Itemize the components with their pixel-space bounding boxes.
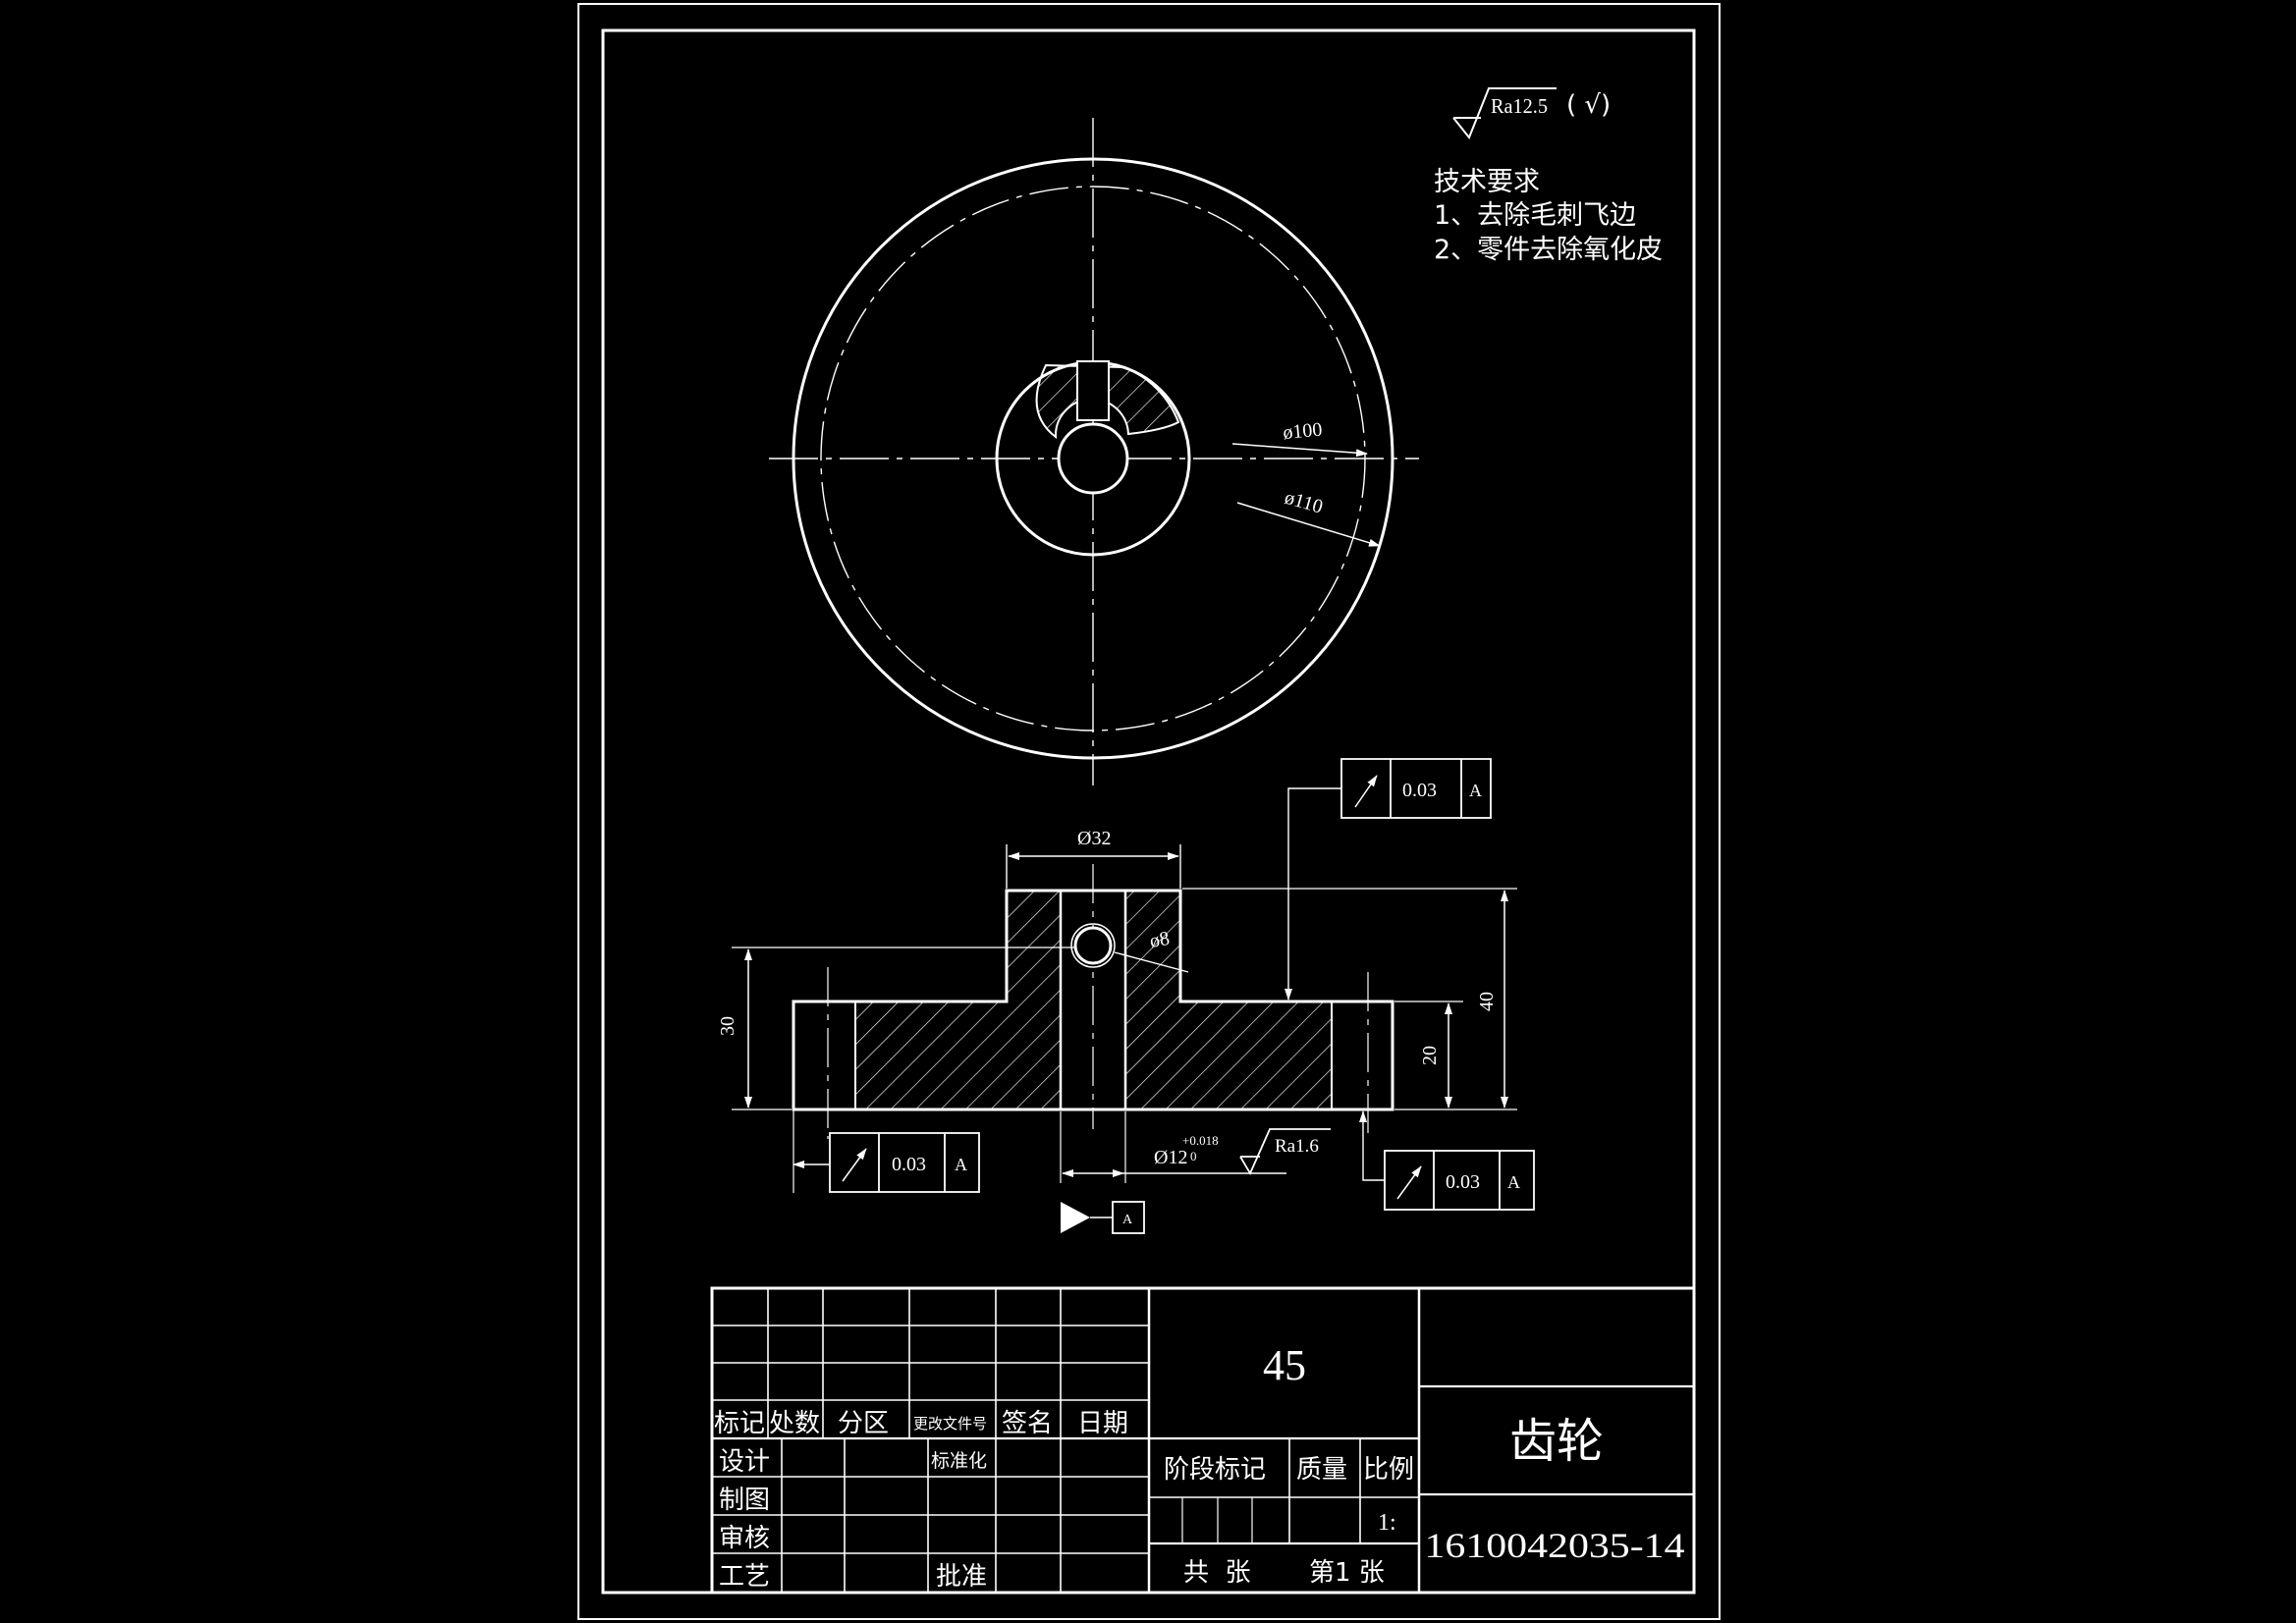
- sheet-number: 第1 张: [1309, 1558, 1385, 1588]
- scale-label: 比例: [1363, 1455, 1414, 1485]
- dim-30: 30: [717, 1016, 738, 1036]
- dim-d12-tol-upper: +0.018: [1182, 1133, 1219, 1148]
- gtol-left-value: 0.03: [892, 1154, 926, 1175]
- datum-label: A: [1122, 1213, 1133, 1227]
- title-block: 45 齿轮 1610042035-14 标记 处数 分区 更改文件号 签名 日期…: [710, 1286, 1696, 1595]
- right-hatch-region: [1125, 1001, 1332, 1109]
- surface-finish-symbol: Ra12.5 ( √): [1452, 87, 1611, 139]
- dim-d8: ø8: [1148, 928, 1172, 952]
- stage-mark-label: 阶段标记: [1164, 1455, 1266, 1485]
- gtol-frame-left: 0.03 A: [829, 1132, 980, 1193]
- gtol-frame-right: 0.03 A: [1384, 1150, 1535, 1211]
- gtol-frame-top: 0.03 A: [1340, 758, 1492, 819]
- roughness-ra16: Ra1.6: [1275, 1136, 1319, 1157]
- dim-d12: Ø12: [1154, 1147, 1187, 1168]
- tech-requirement-2: 2、零件去除氧化皮: [1434, 235, 1663, 265]
- header-mark: 标记: [714, 1409, 765, 1438]
- drawing-number: 1610042035-14: [1425, 1526, 1685, 1565]
- dim-d100: ø100: [1283, 419, 1324, 444]
- gtol-right-value: 0.03: [1446, 1171, 1480, 1193]
- left-hub-hatch: [1007, 891, 1061, 1001]
- row-review: 审核: [719, 1524, 770, 1553]
- surface-finish-value: Ra12.5: [1491, 94, 1548, 118]
- right-hub-hatch: [1125, 891, 1180, 1001]
- gtol-right-datum: A: [1507, 1172, 1520, 1192]
- pin-hole-circle: [1073, 926, 1113, 965]
- surface-finish-note: ( √): [1566, 90, 1611, 120]
- row-process: 工艺: [719, 1562, 770, 1592]
- row-approve: 批准: [936, 1562, 987, 1592]
- sheet-outer-border: [577, 3, 1721, 1620]
- pitch-circle: [820, 186, 1366, 731]
- gtol-top-datum: A: [1469, 781, 1482, 800]
- weight-label: 质量: [1296, 1455, 1347, 1485]
- outer-diameter-circle: [792, 157, 1394, 760]
- dim-d32: Ø32: [1077, 828, 1111, 849]
- gtol-top-value: 0.03: [1402, 780, 1437, 801]
- header-zone: 分区: [838, 1409, 889, 1438]
- header-date: 日期: [1077, 1409, 1128, 1438]
- row-design: 设计: [719, 1447, 770, 1477]
- row-drawing: 制图: [719, 1486, 770, 1515]
- dim-d12-tol-lower: 0: [1190, 1149, 1197, 1163]
- header-count: 处数: [769, 1409, 820, 1438]
- dim-d110: ø110: [1283, 487, 1326, 518]
- section-outline: [792, 889, 1394, 1111]
- datum-symbol: A: [1061, 1201, 1145, 1234]
- header-doc-no: 更改文件号: [913, 1415, 987, 1433]
- pin-hole-slot: [1076, 360, 1110, 421]
- bore-circle: [1057, 422, 1129, 495]
- left-hatch-region: [855, 1001, 1061, 1109]
- scale-value: 1:: [1378, 1510, 1396, 1536]
- row-standardize: 标准化: [931, 1450, 987, 1472]
- part-name: 齿轮: [1509, 1414, 1604, 1469]
- dim-20: 20: [1419, 1046, 1441, 1065]
- gtol-left-datum: A: [955, 1155, 967, 1174]
- total-sheets: 共 张: [1183, 1558, 1251, 1588]
- header-sign: 签名: [1002, 1409, 1053, 1438]
- material-value: 45: [1263, 1341, 1306, 1389]
- tech-requirement-1: 1、去除毛刺飞边: [1434, 200, 1636, 231]
- gear-section-view: Ø32 ø8 30 40 20 Ø12 +0.018 0 Ra1.6: [717, 758, 1535, 1234]
- tech-requirements-title: 技术要求: [1434, 167, 1540, 197]
- gear-top-view: ø100 ø110: [769, 118, 1419, 785]
- dim-40: 40: [1476, 992, 1498, 1011]
- tech-requirements: 技术要求 1、去除毛刺飞边 2、零件去除氧化皮: [1434, 167, 1663, 265]
